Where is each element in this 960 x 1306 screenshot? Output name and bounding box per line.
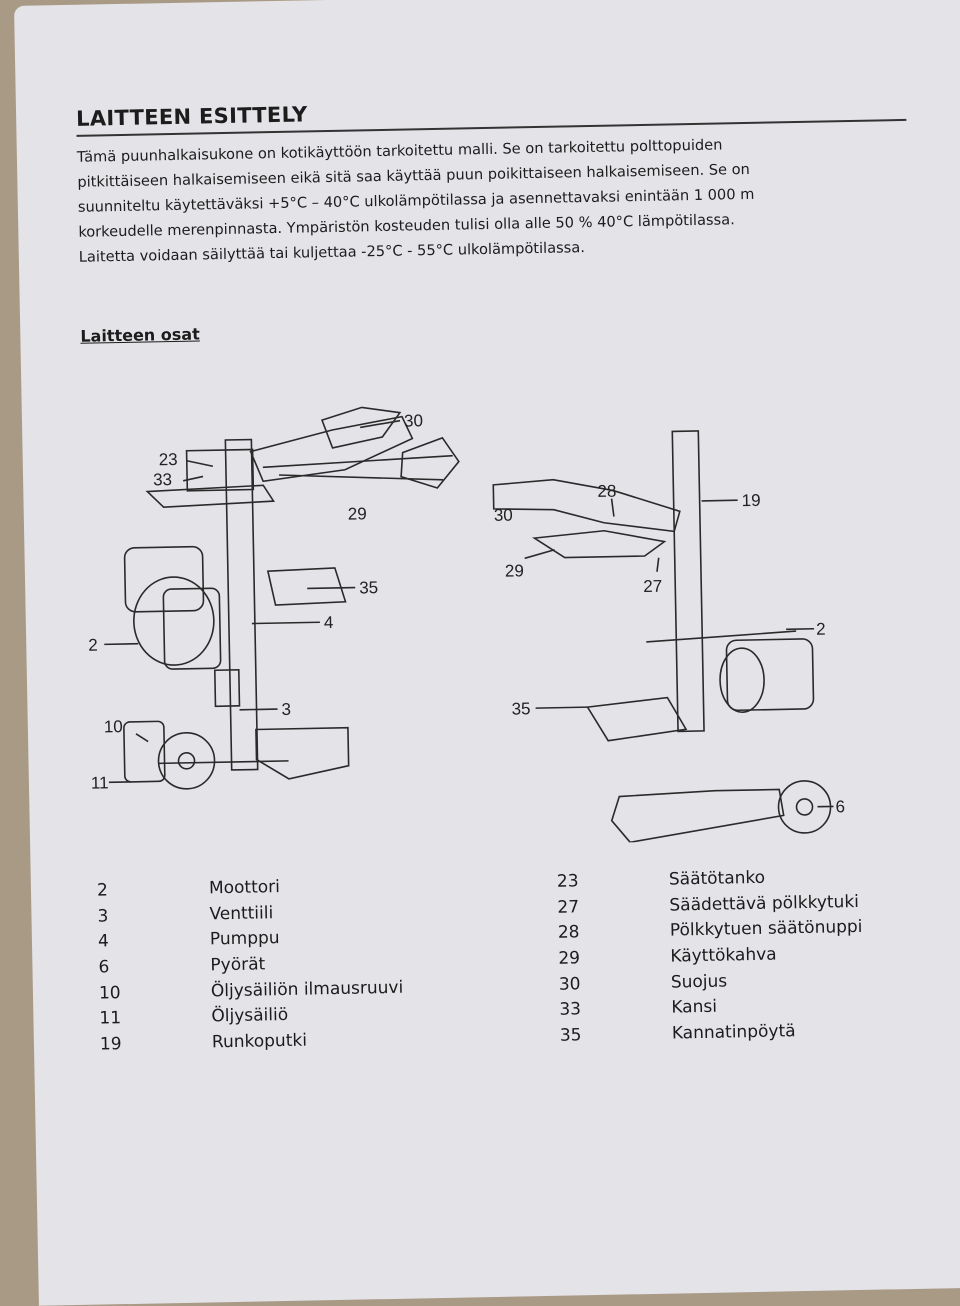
part-name: Säätötanko bbox=[669, 868, 766, 890]
callout-30: 30 bbox=[404, 411, 423, 430]
log-splitter-diagram: 30 23 33 29 35 4 2 3 10 11 28 30 19 2 29 bbox=[81, 367, 910, 853]
right-callouts: 28 30 19 2 29 27 35 6 bbox=[493, 477, 845, 823]
part-name: Öljysäiliö bbox=[211, 1005, 288, 1026]
oil-tank bbox=[124, 721, 165, 782]
callout-27: 27 bbox=[643, 577, 662, 596]
engine-front-r bbox=[719, 648, 764, 713]
callout-6: 6 bbox=[835, 797, 845, 816]
part-number: 23 bbox=[557, 871, 579, 891]
handle-grip bbox=[400, 438, 459, 489]
callout-29r: 29 bbox=[505, 561, 524, 580]
part-number: 29 bbox=[558, 948, 580, 968]
part-number: 35 bbox=[560, 1025, 582, 1045]
leader-19 bbox=[702, 500, 738, 501]
intro-paragraph: Tämä puunhalkaisukone on kotikäyttöön ta… bbox=[77, 129, 909, 270]
callout-35: 35 bbox=[359, 578, 378, 597]
part-name: Kansi bbox=[671, 997, 717, 1018]
manual-page: LAITTEEN ESITTELY Tämä puunhalkaisukone … bbox=[14, 0, 960, 1306]
leader-3 bbox=[240, 709, 278, 710]
engine-r bbox=[726, 639, 813, 711]
part-name: Pyörät bbox=[210, 954, 265, 975]
callout-30r: 30 bbox=[494, 506, 513, 525]
part-name: Moottori bbox=[209, 877, 280, 898]
leader-29r bbox=[525, 550, 555, 559]
leader-35 bbox=[307, 588, 355, 589]
leader-27 bbox=[657, 558, 659, 572]
part-name: Venttiili bbox=[209, 903, 273, 924]
part-number: 3 bbox=[97, 906, 108, 926]
callout-35r: 35 bbox=[511, 699, 530, 718]
part-name: Käyttökahva bbox=[670, 945, 777, 967]
part-name: Pölkkytuen säätönuppi bbox=[670, 917, 863, 941]
part-number: 33 bbox=[559, 1000, 581, 1020]
callout-23: 23 bbox=[159, 450, 178, 469]
part-number: 4 bbox=[98, 932, 109, 952]
callout-4: 4 bbox=[324, 613, 334, 632]
base-box-r bbox=[611, 789, 784, 842]
part-number: 11 bbox=[99, 1009, 121, 1029]
callout-19: 19 bbox=[741, 491, 760, 510]
part-number: 19 bbox=[100, 1034, 122, 1054]
leader-10 bbox=[136, 734, 148, 742]
engine-block bbox=[163, 588, 221, 669]
guard bbox=[250, 416, 413, 481]
support-table-r bbox=[587, 697, 686, 741]
callout-3: 3 bbox=[281, 700, 291, 719]
part-name: Öljysäiliön ilmausruuvi bbox=[211, 977, 404, 1001]
handle-r bbox=[534, 530, 664, 558]
callout-29: 29 bbox=[348, 504, 367, 523]
part-number: 2 bbox=[97, 880, 108, 900]
part-name: Säädettävä pölkkytuki bbox=[669, 892, 859, 916]
top-cover bbox=[187, 450, 254, 491]
frame-column-r bbox=[672, 431, 704, 731]
callout-28: 28 bbox=[597, 482, 616, 501]
guard-r bbox=[493, 477, 680, 535]
callout-11: 11 bbox=[91, 773, 109, 792]
callout-lines bbox=[100, 412, 833, 820]
leader-4 bbox=[252, 622, 320, 623]
part-name: Suojus bbox=[671, 971, 728, 992]
wheel-r-hub bbox=[796, 799, 812, 815]
leader-23 bbox=[187, 460, 213, 466]
valve-box bbox=[215, 670, 240, 706]
base-box bbox=[256, 728, 349, 780]
part-name: Pumppu bbox=[210, 928, 280, 949]
support-table bbox=[268, 568, 346, 605]
part-name: Runkoputki bbox=[212, 1031, 307, 1053]
beam-r bbox=[646, 631, 796, 642]
diagram-svg: 30 23 33 29 35 4 2 3 10 11 28 30 19 2 29 bbox=[81, 367, 910, 853]
leader-35r bbox=[536, 707, 588, 708]
leader-28 bbox=[612, 499, 614, 517]
right-view-machine bbox=[492, 429, 831, 845]
callout-33: 33 bbox=[153, 470, 172, 489]
part-name: Kannatinpöytä bbox=[672, 1021, 796, 1043]
part-number: 28 bbox=[558, 923, 580, 943]
part-number: 30 bbox=[559, 974, 581, 994]
wheel-front-hub bbox=[178, 753, 194, 769]
section-heading: LAITTEEN ESITTELY bbox=[76, 102, 308, 130]
leader-33 bbox=[183, 476, 203, 480]
page-content: LAITTEEN ESITTELY Tämä puunhalkaisukone … bbox=[76, 77, 906, 93]
part-number: 10 bbox=[99, 983, 121, 1003]
part-number: 6 bbox=[98, 957, 109, 977]
callout-2: 2 bbox=[88, 636, 98, 655]
callout-2r: 2 bbox=[816, 620, 826, 639]
wheel-front bbox=[158, 732, 215, 789]
parts-subheading: Laitteen osat bbox=[80, 324, 200, 345]
part-number: 27 bbox=[557, 897, 579, 917]
callout-10: 10 bbox=[104, 717, 123, 736]
handle bbox=[263, 456, 453, 468]
leader-2 bbox=[104, 644, 138, 645]
leader-2r bbox=[786, 629, 814, 630]
